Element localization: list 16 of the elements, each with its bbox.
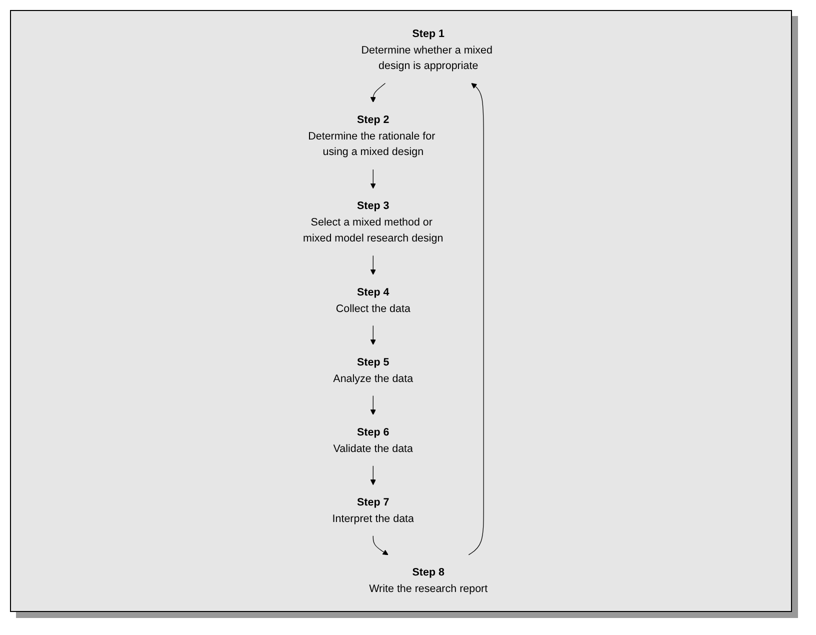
node-text: Step 4 Collect the data [336,286,411,314]
arrow [370,169,376,189]
arrow [468,83,484,556]
node-text: Step 6 Validate the data [334,426,414,454]
arrow [373,536,389,556]
node-text: Step 1 Determine whether a mixed design is appropriate [362,27,493,72]
node-text: Step 3 Select a mixed method or mixed model research design [303,200,444,244]
arrow [370,255,376,275]
arrow [370,395,376,415]
arrow [370,82,386,102]
node-text: Step 2 Determine the rationale for using a mixed design [308,114,436,158]
node-text: Step 5 Analyze the data [333,356,414,384]
node-text: Step 8 Write the research report [369,566,488,594]
arrow [370,325,376,345]
arrow [370,466,376,485]
node-text: Step 7 Interpret the data [332,496,414,524]
